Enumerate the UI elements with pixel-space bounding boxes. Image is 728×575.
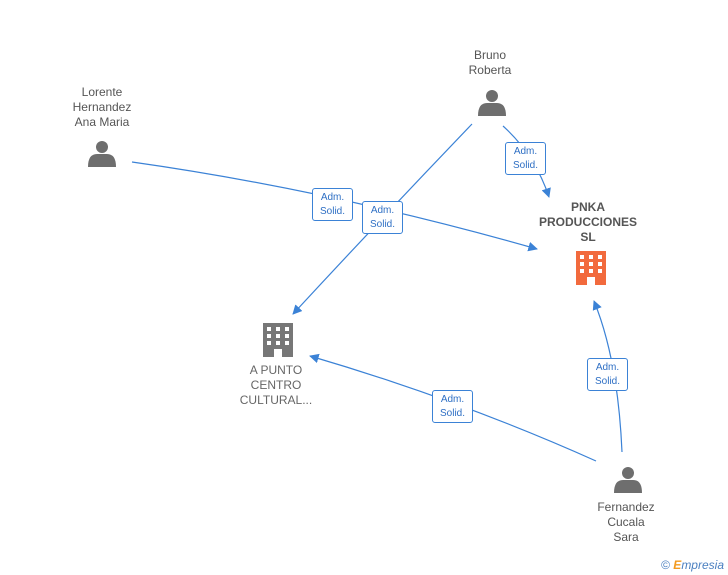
node-label-line: Bruno bbox=[473, 48, 507, 62]
node-label-line: CULTURAL... bbox=[239, 393, 313, 407]
building-icon-pnka[interactable] bbox=[576, 251, 606, 285]
edge-label-line: Solid. bbox=[369, 219, 395, 230]
edge-label-fernandez-pnka[interactable]: Adm. Solid. bbox=[587, 358, 628, 391]
building-icon-apunto[interactable] bbox=[263, 323, 293, 357]
brand-logo-initial: E bbox=[673, 558, 682, 572]
node-label-line: Roberta bbox=[468, 63, 512, 77]
edge-label-bruno-apunto[interactable]: Adm. Solid. bbox=[362, 201, 403, 234]
person-icon-lorente[interactable] bbox=[88, 141, 116, 167]
edge-label-line: Adm. bbox=[513, 146, 538, 157]
node-label-line: CENTRO bbox=[250, 378, 302, 392]
edge-label-line: Solid. bbox=[439, 408, 465, 419]
person-icon-bruno[interactable] bbox=[478, 90, 506, 116]
node-label-lorente[interactable]: Lorente Hernandez Ana Maria bbox=[52, 85, 152, 130]
node-label-line: A PUNTO bbox=[249, 363, 303, 377]
edge-label-fernandez-apunto[interactable]: Adm. Solid. bbox=[432, 390, 473, 423]
edge-label-line: Solid. bbox=[594, 376, 620, 387]
node-label-line: Lorente bbox=[81, 85, 123, 99]
node-label-line: Cucala bbox=[607, 515, 645, 529]
node-label-pnka[interactable]: PNKA PRODUCCIONES SL bbox=[528, 200, 648, 245]
node-label-apunto[interactable]: A PUNTO CENTRO CULTURAL... bbox=[226, 363, 326, 408]
edge-label-line: Solid. bbox=[319, 206, 345, 217]
edge-label-line: Adm. bbox=[320, 192, 345, 203]
edge-label-line: Adm. bbox=[595, 362, 620, 373]
node-label-line: PRODUCCIONES bbox=[538, 215, 637, 229]
brand-footer: © Empresia bbox=[661, 558, 724, 572]
node-label-line: Sara bbox=[613, 530, 639, 544]
node-label-line: Ana Maria bbox=[74, 115, 130, 129]
edge-label-lorente-pnka[interactable]: Adm. Solid. bbox=[312, 188, 353, 221]
node-label-bruno[interactable]: Bruno Roberta bbox=[440, 48, 540, 78]
node-label-line: Hernandez bbox=[72, 100, 132, 114]
edge-label-bruno-pnka[interactable]: Adm. Solid. bbox=[505, 142, 546, 175]
node-label-line: Fernandez bbox=[597, 500, 655, 514]
person-icon-fernandez[interactable] bbox=[614, 467, 642, 493]
node-label-line: PNKA bbox=[570, 200, 605, 214]
edge-label-line: Adm. bbox=[440, 394, 465, 405]
edge-label-line: Solid. bbox=[512, 160, 538, 171]
node-label-fernandez[interactable]: Fernandez Cucala Sara bbox=[576, 500, 676, 545]
node-label-line: SL bbox=[580, 230, 596, 244]
edge-label-line: Adm. bbox=[370, 205, 395, 216]
copyright-icon: © bbox=[661, 558, 670, 572]
brand-logo-text: mpresia bbox=[681, 558, 724, 572]
